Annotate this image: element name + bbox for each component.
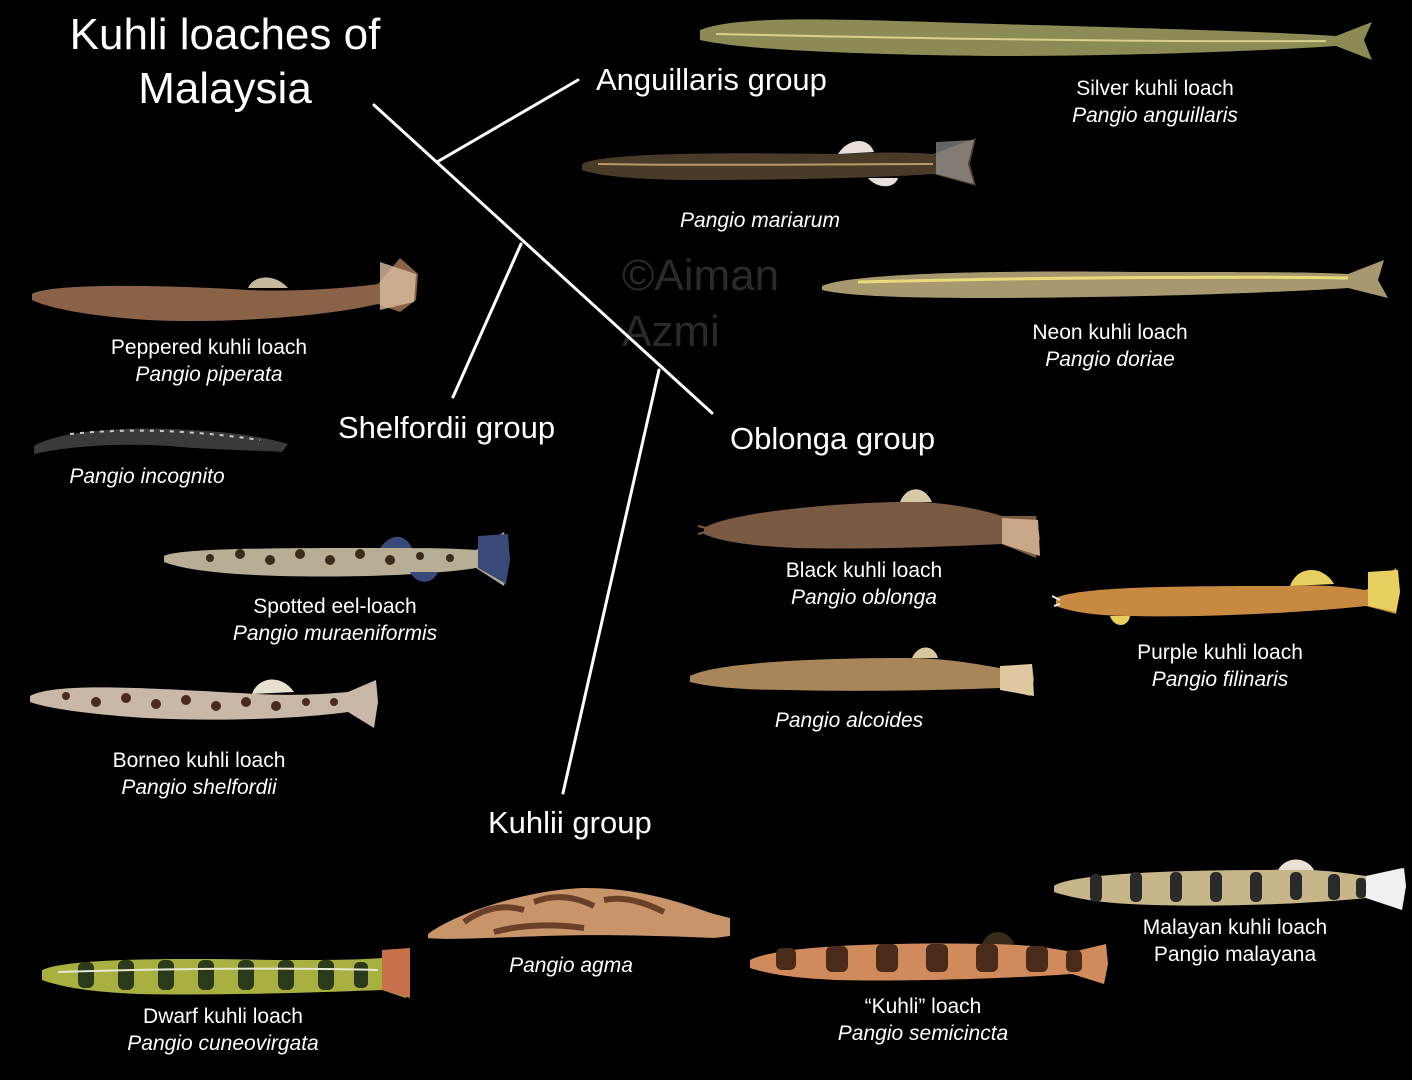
caption-incognito: Pangio incognito xyxy=(69,463,224,490)
scientific-name: Pangio cuneovirgata xyxy=(127,1032,319,1055)
fish-anguillaris-image xyxy=(700,19,1372,60)
scientific-name: Pangio semicincta xyxy=(837,1022,1009,1045)
fish-filinaris-image xyxy=(1051,568,1400,625)
scientific-name: Pangio filinaris xyxy=(1151,668,1289,691)
caption-alcoides: Pangio alcoides xyxy=(775,707,923,734)
caption-cuneovirgata: Dwarf kuhli loach Pangio cuneovirgata xyxy=(127,1003,318,1057)
fish-semicincta-image xyxy=(750,932,1108,984)
diagram-title: Kuhli loaches of Malaysia xyxy=(69,10,381,113)
group-label-shelfordii: Shelfordii group xyxy=(338,410,556,445)
fish-doriae-image xyxy=(822,260,1388,298)
group-label-oblonga: Oblonga group xyxy=(730,421,936,456)
common-name: Borneo kuhli loach xyxy=(112,749,286,772)
common-name: Purple kuhli loach xyxy=(1137,641,1303,664)
scientific-name: Pangio doriae xyxy=(1045,348,1175,371)
caption-mariarum: Pangio mariarum xyxy=(680,207,840,234)
common-name: “Kuhli” loach xyxy=(864,995,982,1018)
scientific-name: Pangio mariarum xyxy=(680,209,840,232)
caption-malayana: Malayan kuhli loach Pangio malayana xyxy=(1143,914,1327,968)
fish-piperata-image xyxy=(32,258,418,322)
common-name: Dwarf kuhli loach xyxy=(143,1005,303,1028)
fish-oblonga-image xyxy=(697,489,1040,558)
scientific-name: Pangio alcoides xyxy=(774,709,924,732)
caption-muraeniformis: Spotted eel-loach Pangio muraeniformis xyxy=(233,593,437,647)
fish-shelfordii-image xyxy=(30,679,378,728)
common-name: Neon kuhli loach xyxy=(1032,321,1188,344)
branch-shelfordii xyxy=(451,242,523,399)
caption-oblonga: Black kuhli loach Pangio oblonga xyxy=(786,557,942,611)
common-name: Black kuhli loach xyxy=(785,559,943,582)
group-label-anguillaris: Anguillaris group xyxy=(596,62,827,97)
scientific-name: Pangio malayana xyxy=(1153,943,1317,966)
scientific-name: Pangio oblonga xyxy=(791,586,937,609)
caption-anguillaris: Silver kuhli loach Pangio anguillaris xyxy=(1072,75,1238,129)
scientific-name: Pangio piperata xyxy=(135,363,283,386)
group-label-kuhlii: Kuhlii group xyxy=(488,805,652,840)
common-name: Spotted eel-loach xyxy=(253,595,417,618)
caption-shelfordii: Borneo kuhli loach Pangio shelfordii xyxy=(113,747,286,801)
scientific-name: Pangio incognito xyxy=(69,465,225,488)
scientific-name: Pangio muraeniformis xyxy=(232,622,438,645)
branch-kuhlii xyxy=(561,368,661,795)
caption-doriae: Neon kuhli loach Pangio doriae xyxy=(1032,319,1187,373)
branch-anguillaris xyxy=(435,78,580,164)
common-name: Peppered kuhli loach xyxy=(110,336,308,359)
fish-malayana-image xyxy=(1054,859,1406,910)
fish-muraeniformis-image xyxy=(164,532,510,586)
common-name: Malayan kuhli loach xyxy=(1142,916,1328,939)
caption-semicincta: “Kuhli” loach Pangio semicincta xyxy=(838,993,1008,1047)
caption-filinaris: Purple kuhli loach Pangio filinaris xyxy=(1137,639,1303,693)
fish-mariarum-image xyxy=(582,138,976,187)
fish-incognito-image xyxy=(34,428,288,454)
common-name: Silver kuhli loach xyxy=(1076,77,1234,100)
scientific-name: Pangio anguillaris xyxy=(1072,104,1238,127)
caption-piperata: Peppered kuhli loach Pangio piperata xyxy=(111,334,307,388)
fish-agma-image xyxy=(428,888,730,939)
fish-cuneovirgata-image xyxy=(42,948,410,998)
scientific-name: Pangio agma xyxy=(509,954,633,977)
scientific-name: Pangio shelfordii xyxy=(121,776,277,799)
fish-alcoides-image xyxy=(690,647,1034,696)
caption-agma: Pangio agma xyxy=(509,952,633,979)
tree-trunk xyxy=(372,103,714,415)
